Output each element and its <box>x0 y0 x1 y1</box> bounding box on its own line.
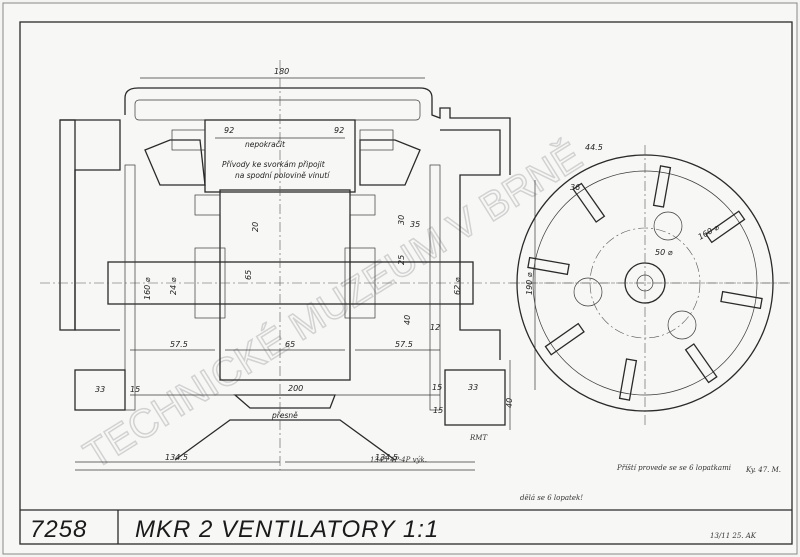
svg-text:92: 92 <box>224 126 234 135</box>
drawing-frame <box>19 21 793 545</box>
svg-text:30: 30 <box>397 215 406 225</box>
svg-text:40: 40 <box>505 398 514 408</box>
svg-text:57.5: 57.5 <box>170 340 188 349</box>
svg-text:25: 25 <box>397 255 406 265</box>
svg-text:65: 65 <box>244 270 253 280</box>
fan-blade <box>618 358 638 401</box>
title-block: 7258 MKR 2 VENTILATORY 1:1 13/11 25. AK <box>30 516 757 543</box>
svg-text:180: 180 <box>274 67 289 76</box>
svg-text:RMT: RMT <box>469 434 488 442</box>
svg-text:44.5: 44.5 <box>585 143 603 152</box>
fan-blade <box>705 210 746 244</box>
fan-wheel-view <box>510 145 790 425</box>
svg-text:15: 15 <box>433 406 443 415</box>
dimension-lines <box>75 77 536 463</box>
svg-text:15: 15 <box>130 385 140 394</box>
svg-text:160 ⌀: 160 ⌀ <box>143 277 152 300</box>
svg-text:20: 20 <box>251 222 260 232</box>
svg-text:36: 36 <box>570 183 580 192</box>
svg-text:Příští provede se se 6 lopatka: Příští provede se se 6 lopatkami <box>616 464 731 472</box>
fan-blade <box>572 182 606 223</box>
fan-blade <box>527 256 570 276</box>
motor-housing-section <box>40 60 790 471</box>
svg-text:24 ⌀: 24 ⌀ <box>169 277 178 295</box>
svg-text:nepokračit: nepokračit <box>245 140 286 149</box>
dimension-labels: 180 92 92 20 30 35 25 65 160 ⌀ 24 ⌀ 62 ⌀… <box>95 67 721 462</box>
svg-text:35: 35 <box>410 220 420 229</box>
svg-text:Přívody ke svorkám připojit: Přívody ke svorkám připojit <box>222 160 326 169</box>
svg-text:1345 4P-4P výk.: 1345 4P-4P výk. <box>370 456 427 464</box>
svg-text:Ky. 47. M.: Ky. 47. M. <box>745 466 781 474</box>
svg-text:dělá se 6 lopatek!: dělá se 6 lopatek! <box>520 494 583 502</box>
drawing-title: MKR 2 VENTILATORY 1:1 <box>135 516 439 543</box>
svg-text:200: 200 <box>288 384 303 393</box>
svg-text:40: 40 <box>403 315 412 325</box>
svg-text:33: 33 <box>468 383 478 392</box>
svg-text:15: 15 <box>432 383 442 392</box>
fan-blade <box>652 165 672 208</box>
svg-text:12: 12 <box>430 323 440 332</box>
svg-text:134.5: 134.5 <box>375 453 398 462</box>
signature: 13/11 25. AK <box>710 532 757 540</box>
svg-text:134.5: 134.5 <box>165 453 188 462</box>
svg-text:50 ⌀: 50 ⌀ <box>655 248 673 257</box>
fan-blade <box>720 290 763 310</box>
svg-text:57.5: 57.5 <box>395 340 413 349</box>
notes: nepokračit Přívody ke svorkám připojit n… <box>222 140 781 502</box>
svg-text:92: 92 <box>334 126 344 135</box>
svg-text:62 ⌀: 62 ⌀ <box>453 277 462 295</box>
svg-text:33: 33 <box>95 385 105 394</box>
svg-text:přesně: přesně <box>271 411 298 420</box>
svg-text:190 ⌀: 190 ⌀ <box>525 272 534 295</box>
fan-blade <box>544 322 585 356</box>
svg-text:65: 65 <box>285 340 295 349</box>
fan-blade <box>684 343 718 384</box>
drawing-number: 7258 <box>30 516 87 543</box>
svg-text:na spodní polovině vinutí: na spodní polovině vinutí <box>235 171 330 180</box>
